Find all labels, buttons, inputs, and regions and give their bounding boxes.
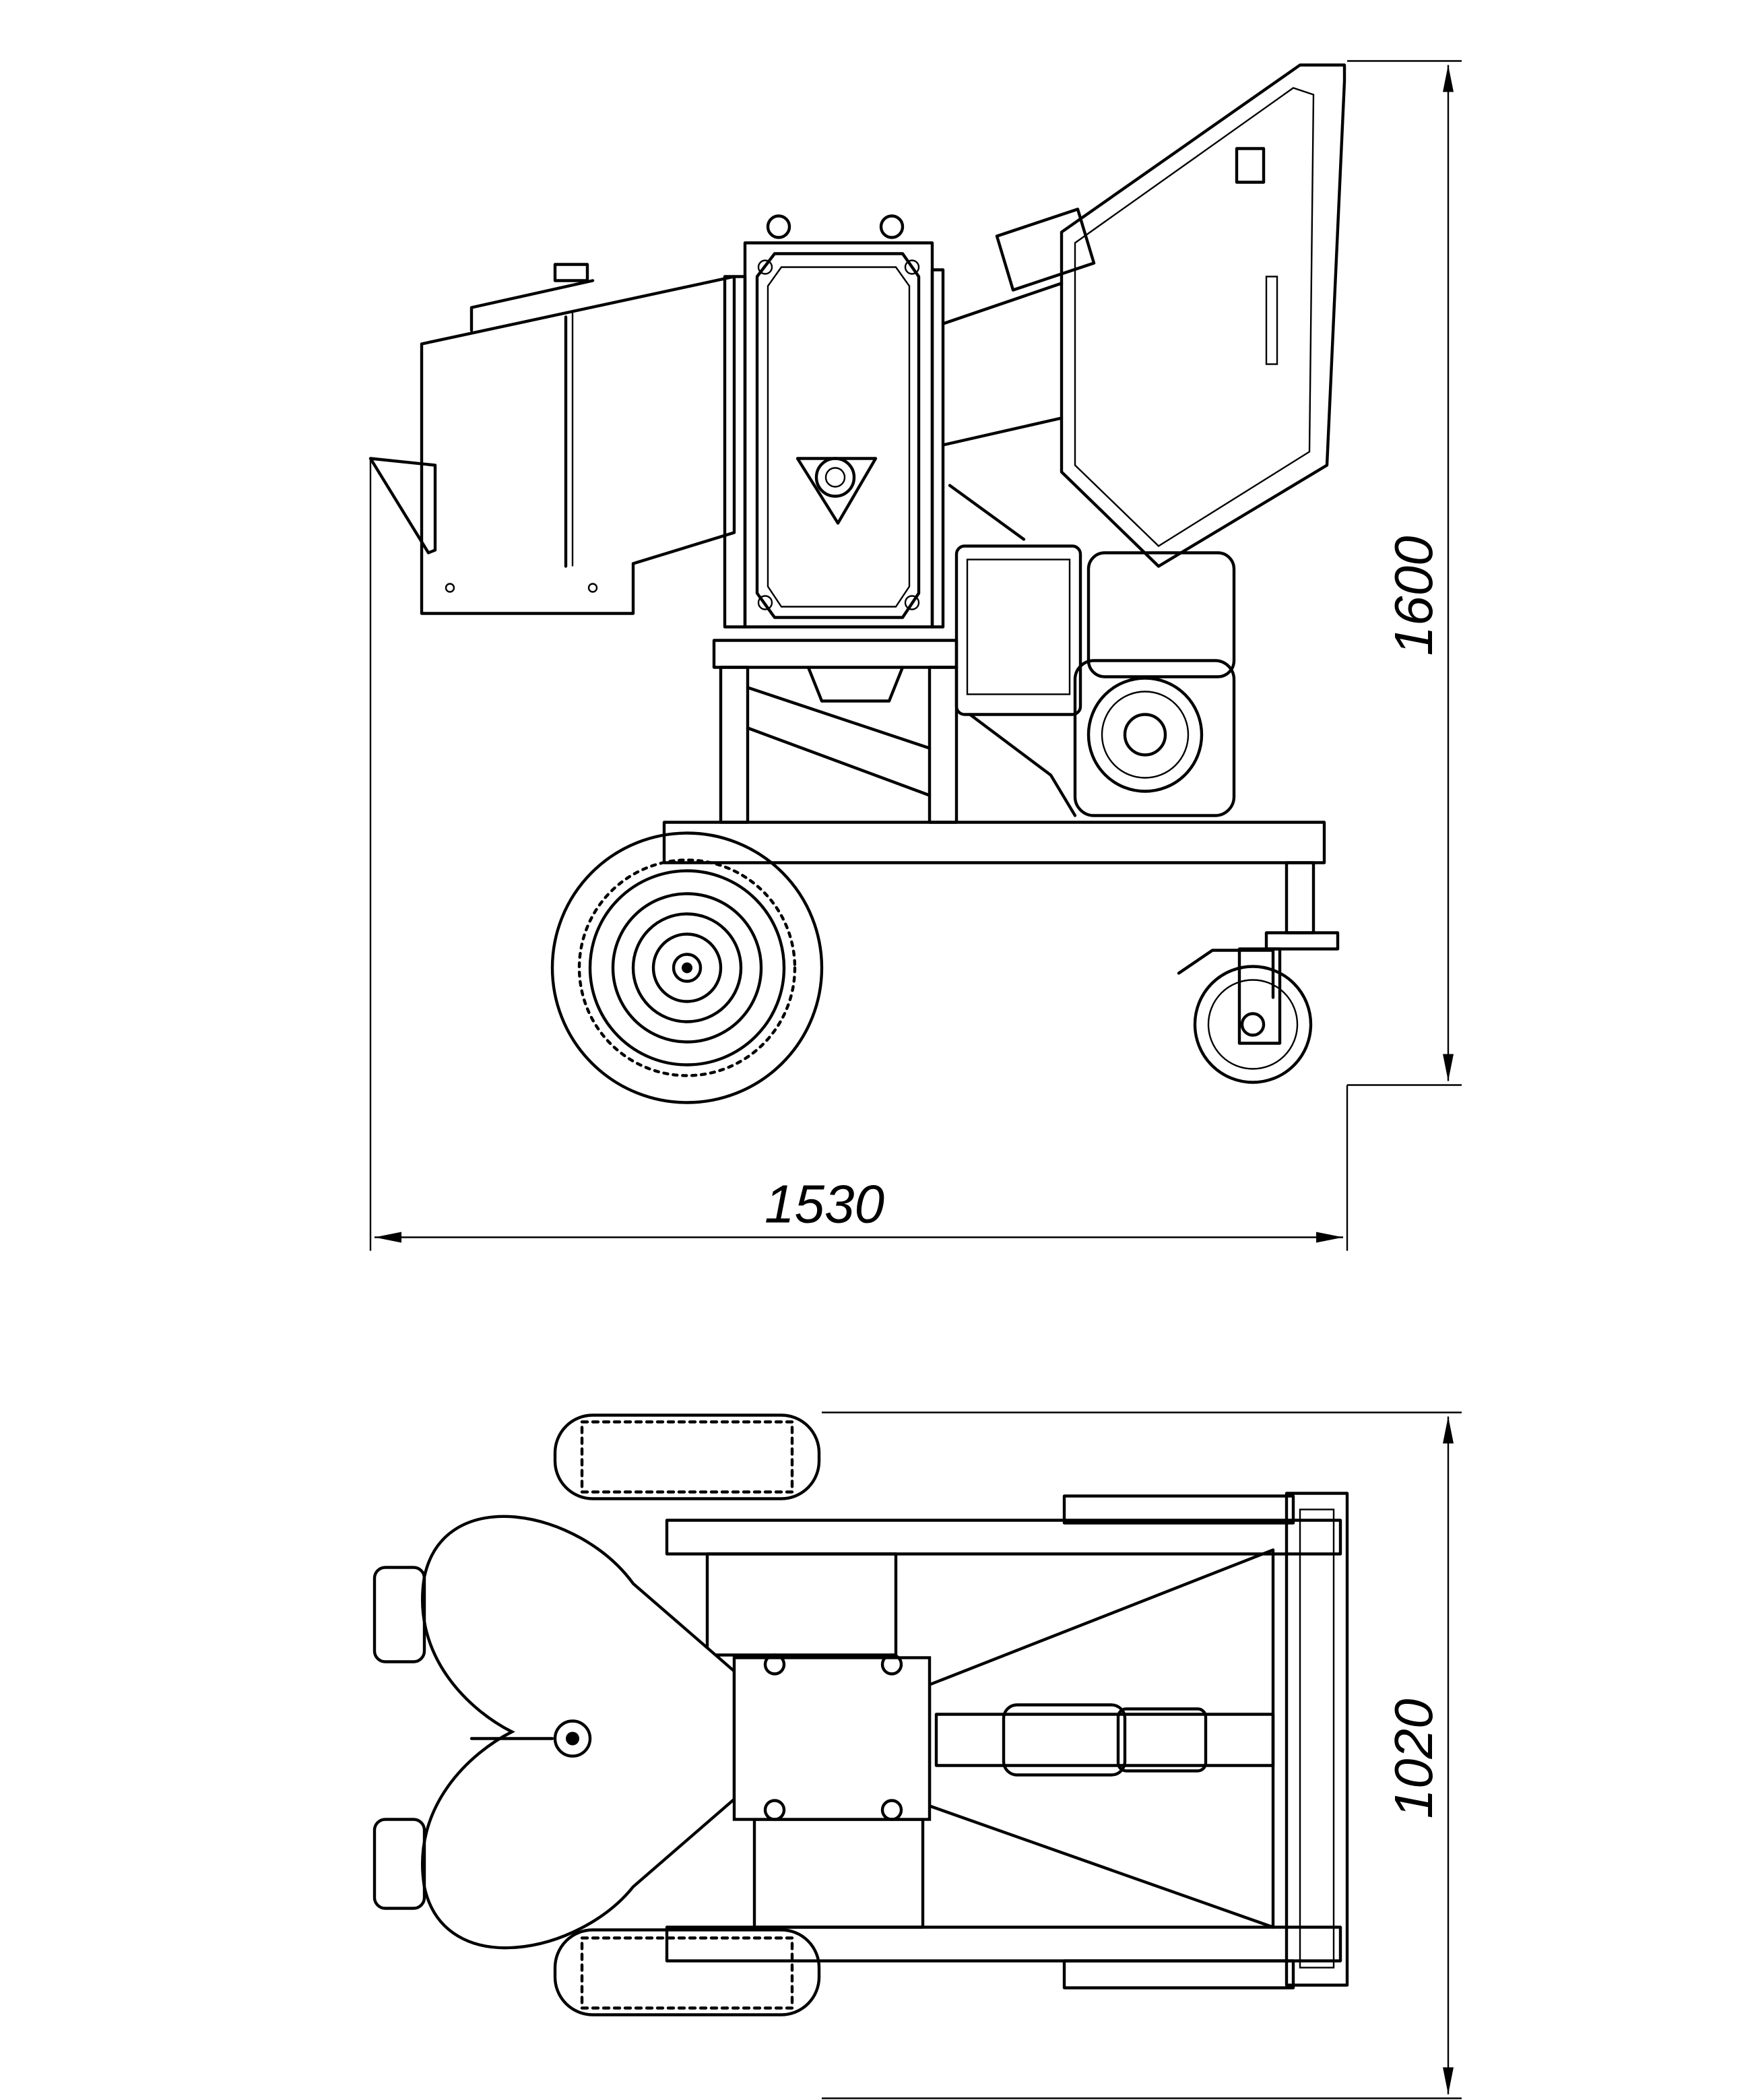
- engine: [954, 544, 1236, 817]
- rear-wheel: [550, 831, 824, 1104]
- top-chute: [372, 1515, 736, 1950]
- feed-hopper: [941, 63, 1346, 568]
- top-view: 1020: [372, 1411, 1462, 2099]
- top-view-dimensions: 1020: [822, 1411, 1462, 2099]
- top-housing: [732, 1653, 932, 1821]
- side-view: 1530 1600: [368, 60, 1462, 1251]
- top-wheels: [553, 1413, 821, 2016]
- side-view-dimensions: 1530 1600: [369, 60, 1462, 1251]
- frame: [662, 639, 1326, 864]
- width-dimension-label: 1530: [765, 1174, 884, 1234]
- depth-dimension-label: 1020: [1384, 1699, 1443, 1819]
- height-dimension-label: 1600: [1384, 536, 1443, 656]
- top-cone: [928, 1548, 1275, 1929]
- top-frame: [665, 1492, 1349, 1990]
- cutter-housing: [723, 214, 945, 629]
- discharge-chute: [368, 263, 736, 615]
- caster-wheel: [1177, 861, 1340, 1084]
